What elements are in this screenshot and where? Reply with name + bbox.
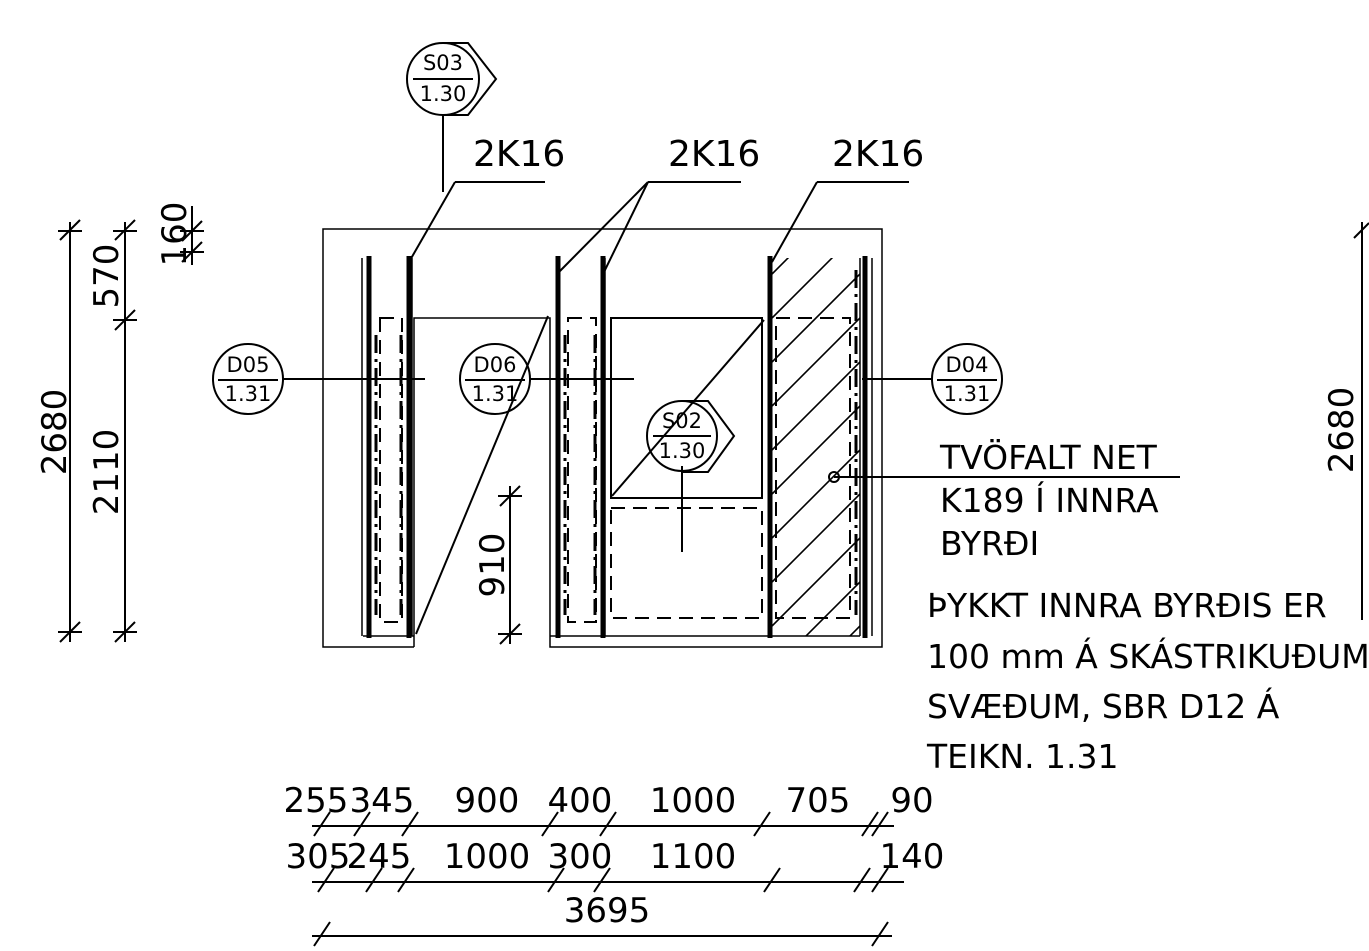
horizontal-dimensions-row2: 305 245 1000 300 1100 140 [286, 837, 945, 893]
rebar-label-3: 2K16 [771, 134, 924, 263]
section-marker-s02: S02 1.30 [646, 400, 736, 552]
dim-h1-3: 400 [548, 781, 613, 821]
rebar-label-2: 2K16 [558, 134, 760, 273]
thickness-note-line3: SVÆÐUM, SBR D12 Á [927, 686, 1280, 726]
mesh-note-line1: TVÖFALT NET [939, 437, 1158, 477]
detail-marker-d06: D06 1.31 [459, 343, 634, 415]
mesh-note: TVÖFALT NET K189 Í INNRA BYRÐI [828, 437, 1180, 563]
svg-text:2K16: 2K16 [832, 134, 924, 175]
horizontal-dimension-total: 3695 [312, 891, 892, 947]
leader-lines [415, 315, 765, 635]
dim-left-top: 160 [155, 202, 195, 267]
d04-sheet: 1.31 [944, 382, 991, 406]
mesh-note-line2: K189 Í INNRA [940, 480, 1159, 520]
dashed-inner-lines [379, 317, 851, 623]
hatched-area [772, 258, 860, 636]
thickness-note: ÞYKKT INNRA BYRÐIS ER 100 mm Á SKÁSTRIKU… [926, 586, 1369, 776]
thickness-note-line1: ÞYKKT INNRA BYRÐIS ER [927, 586, 1327, 625]
dim-h1-0: 255 [284, 781, 349, 821]
dim-h1-2: 900 [455, 781, 520, 821]
horizontal-dimensions-row1: 255 345 900 400 1000 705 90 [284, 781, 934, 837]
window-opening [610, 317, 763, 499]
s03-id: S03 [423, 51, 463, 75]
dim-left-upper: 570 [87, 244, 127, 309]
s02-sheet: 1.30 [659, 439, 706, 463]
dim-left-lower: 2110 [87, 429, 127, 516]
detail-marker-d04: D04 1.31 [862, 343, 1003, 415]
s02-id: S02 [662, 409, 702, 433]
dim-h1-5: 705 [786, 781, 851, 821]
svg-text:2K16: 2K16 [668, 134, 760, 175]
d05-sheet: 1.31 [225, 382, 272, 406]
dim-h2-5: 140 [880, 837, 945, 877]
dim-h1-4: 1000 [650, 781, 737, 821]
rebar-dashdot [374, 270, 858, 615]
dim-total-3695: 3695 [564, 891, 651, 931]
dim-h1-6: 90 [890, 781, 933, 821]
d06-sheet: 1.31 [472, 382, 519, 406]
dim-h1-1: 345 [350, 781, 415, 821]
mesh-note-line3: BYRÐI [940, 524, 1039, 563]
dim-h2-3: 300 [548, 837, 613, 877]
dim-left-overall: 2680 [35, 389, 75, 476]
s03-sheet: 1.30 [420, 82, 467, 106]
d05-id: D05 [227, 353, 270, 377]
detail-marker-d05: D05 1.31 [212, 343, 425, 415]
dim-h2-0: 305 [286, 837, 351, 877]
thickness-note-line4: TEIKN. 1.31 [926, 737, 1119, 776]
section-marker-s03: S03 1.30 [406, 42, 498, 192]
dim-right-overall: 2680 [1322, 387, 1362, 474]
dim-opening-910: 910 [473, 533, 513, 598]
opening-height-dimension: 910 [473, 485, 522, 645]
dim-h2-4: 1100 [650, 837, 737, 877]
svg-text:2K16: 2K16 [473, 134, 565, 175]
right-vertical-dimension: 2680 [1322, 222, 1369, 620]
d04-id: D04 [946, 353, 989, 377]
left-vertical-dimensions: 2680 570 2110 160 [35, 202, 204, 643]
dim-h2-1: 245 [347, 837, 412, 877]
rebar-label-1: 2K16 [408, 134, 565, 263]
dim-h2-2: 1000 [444, 837, 531, 877]
rebar-bars [361, 256, 873, 638]
thickness-note-line2: 100 mm Á SKÁSTRIKUÐUM [927, 636, 1369, 676]
d06-id: D06 [474, 353, 517, 377]
